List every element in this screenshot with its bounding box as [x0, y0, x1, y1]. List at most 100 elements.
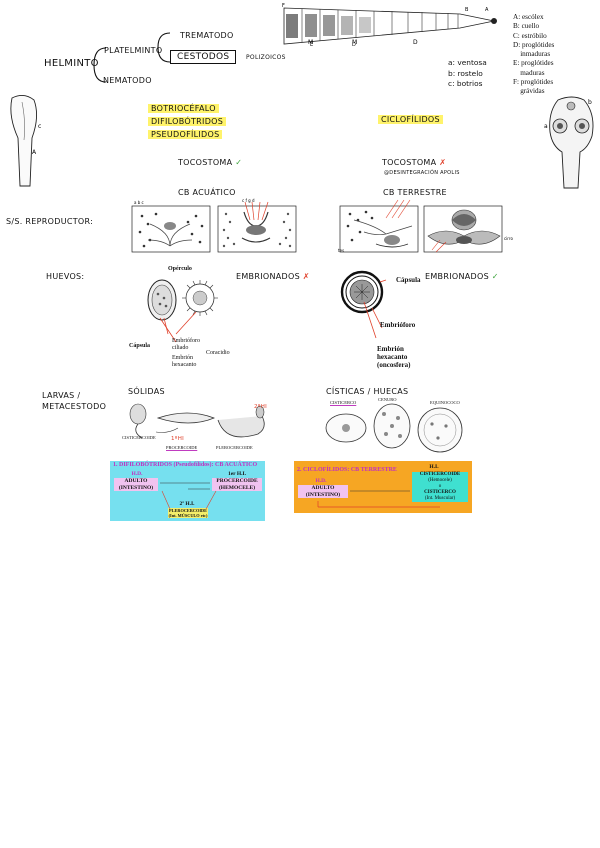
schema-left-hd: H.D. — [131, 471, 143, 477]
egg-left-capsula-label: Cápsula — [129, 343, 151, 349]
svg-text:E: E — [310, 42, 313, 48]
svg-text:cirro: cirro — [504, 236, 513, 241]
svg-text:M: M — [308, 39, 313, 46]
schema-right-adulto-node: ADULTO (INTESTINO) — [298, 485, 348, 498]
schema-left-procercoide-node: PROCERCOIDE (HEMOCELE) — [212, 478, 262, 491]
svg-text:A: A — [32, 149, 37, 156]
larvas-row-label: LARVAS / METACESTODO — [42, 391, 107, 411]
svg-text:D: D — [352, 42, 356, 48]
schema-right-hi: H.I. — [429, 464, 439, 470]
cyclophyllid-scolex-drawing: a b — [544, 96, 594, 189]
cb-terrestre-label: CB TERRESTRE — [383, 188, 447, 197]
legend-item: inmaduras — [513, 50, 551, 59]
svg-text:b: b — [588, 99, 592, 106]
cisticas-label: CÍSTICAS / HUECAS — [326, 387, 409, 396]
pseudophyllid-egg-drawing — [147, 279, 218, 343]
cyclophyllid-name: CICLOFÍLIDOS — [378, 115, 443, 124]
schema-left-hi1: 1er H.I. — [227, 471, 247, 477]
schema-left-arrows — [160, 482, 217, 510]
egg-left-embrion-label: Embrión hexacanto — [172, 355, 197, 368]
legend-item: B: cuello — [513, 22, 540, 31]
tocostoma-left-label: TOCOSTOMA — [178, 158, 233, 167]
svg-text:c: c — [38, 123, 41, 130]
polizoicos-label: POLIZOICOS — [246, 54, 286, 61]
solid-larva-cisticercoide-label: CISTICERCOIDE — [122, 435, 156, 440]
solid-larvae-drawing — [129, 403, 265, 439]
schema-left-hi2: 2º H.I. — [179, 501, 195, 507]
embrionados-right-label: EMBRIONADOS — [425, 272, 489, 281]
schema-right-arrows — [317, 490, 440, 508]
schema-right-hd: H.D. — [315, 478, 327, 484]
schema-right-larva-node: CISTICERCOIDE (Hemocele) o CISTICERCO (I… — [412, 472, 468, 502]
egg-left-coracidio-label: Coracidio — [206, 350, 230, 356]
trematodo-label: TREMATODO — [180, 31, 234, 40]
plerocercoide-label: PLEROCERCOIDE — [216, 445, 253, 450]
schema-right-title: 2. CICLOFÍLIDOS: CB TERRESTRE — [297, 467, 397, 473]
cenuro-label: CENURO — [378, 397, 397, 402]
legend-item: F: proglótides — [513, 78, 554, 87]
cyclophyllid-reproductive-diagram: tes cirro — [338, 199, 513, 253]
nematodo-label: NEMATODO — [103, 76, 152, 85]
checkmark-icon: ✓ — [491, 272, 499, 281]
egg-left-operculo-label: Opérculo — [168, 266, 192, 272]
legend-item: E: proglótides — [513, 59, 554, 68]
equinococo-label: EQUINOCOCO — [430, 400, 460, 405]
hi1-label: 1ºHI — [171, 436, 185, 442]
svg-text:tes: tes — [338, 248, 344, 253]
helminto-brace — [93, 47, 107, 83]
botrios-label: c: botrios — [448, 79, 483, 88]
tapeworm-illustration: F E D B A — [282, 3, 497, 48]
hi2-label: 2ºHI — [254, 404, 268, 410]
legend-item: A: escólex — [513, 13, 544, 21]
legend-item: grávidas — [513, 87, 545, 96]
tapeworm-region-labels: M M D — [308, 39, 418, 46]
checkmark-icon: ✓ — [235, 158, 243, 167]
svg-text:B: B — [465, 7, 469, 13]
schema-left-title: 1. DIFILOBÓTRIDOS (Pseudofílidos): CB AC… — [113, 462, 258, 468]
pseudophyllid-names: BOTRIOCÉFALO DIFILOBÓTRIDOS PSEUDOFÍLIDO… — [148, 102, 227, 141]
svg-text:A: A — [485, 7, 489, 13]
tocostoma-left: TOCOSTOMA ✓ — [178, 158, 242, 167]
cystic-larvae-drawing — [325, 403, 463, 453]
legend-item: D: proglótides — [513, 40, 555, 49]
svg-text:a: a — [544, 123, 548, 130]
ciclofilidos-label: CICLOFÍLIDOS — [378, 115, 443, 124]
botriocefalo-label: BOTRIOCÉFALO — [148, 104, 219, 113]
cross-icon: ✗ — [302, 272, 310, 281]
cb-acuatico-label: CB ACUÁTICO — [178, 188, 236, 197]
svg-text:c f g d: c f g d — [242, 198, 255, 203]
legend-item: C: estróbilo — [513, 31, 547, 40]
cestodos-box: CESTODOS — [170, 50, 237, 64]
cisticerco-label: CISTICERCO — [330, 400, 357, 405]
cyclophyllid-egg-drawing — [340, 270, 387, 339]
procercoide-label: PROCERCOIDE — [166, 445, 198, 450]
huevos-row-label: HUEVOS: — [46, 272, 85, 281]
botriocephalus-scolex-drawing: c A — [10, 95, 41, 187]
egg-right-embrioforo-label: Embrióforo — [380, 321, 416, 329]
pseudophyllid-reproductive-diagram: a b c c f g d — [131, 198, 297, 253]
embrionados-left-label: EMBRIONADOS — [236, 272, 300, 281]
egg-left-embrioforo-label: Embrióforo ciliado — [172, 338, 200, 351]
egg-right-embrion-label: Embrión hexacanto (oncosfera) — [377, 345, 411, 369]
schema-left-adulto-node: ADULTO (INTESTINO) — [114, 478, 158, 491]
tapeworm-legend: A: escólex B: cuello C: estróbilo D: pro… — [513, 13, 554, 97]
ventosa-label: a: ventosa — [448, 58, 487, 67]
pseudophyllid-life-cycle-schema: 1. DIFILOBÓTRIDOS (Pseudofílidos): CB AC… — [110, 461, 265, 521]
svg-text:a b c: a b c — [134, 200, 144, 205]
platelminto-label: PLATELMINTO — [104, 46, 163, 55]
helminto-label: HELMINTO — [44, 58, 99, 69]
pseudofilidos-label: PSEUDOFÍLIDOS — [148, 130, 223, 139]
tocostoma-right-label: TOCOSTOMA — [382, 158, 437, 167]
egg-right-capsula-label: Cápsula — [396, 276, 421, 284]
cross-icon: ✗ — [439, 158, 447, 167]
legend-item: maduras — [513, 68, 545, 77]
tocostoma-right-note: @DESINTEGRACIÓN APOLIS — [384, 170, 460, 176]
tocostoma-right: TOCOSTOMA ✗ — [382, 158, 446, 167]
difilobotridos-label: DIFILOBÓTRIDOS — [148, 117, 227, 126]
svg-text:F: F — [282, 3, 285, 9]
svg-text:M: M — [352, 39, 357, 46]
solidas-label: SÓLIDAS — [128, 387, 165, 396]
embrionados-right: EMBRIONADOS ✓ — [425, 272, 499, 281]
schema-left-plerocercoide-node: PLEROCERCOIDE (Int. MÚSCULO etc) — [168, 508, 208, 518]
rostelo-label: b: rostelo — [448, 68, 483, 78]
